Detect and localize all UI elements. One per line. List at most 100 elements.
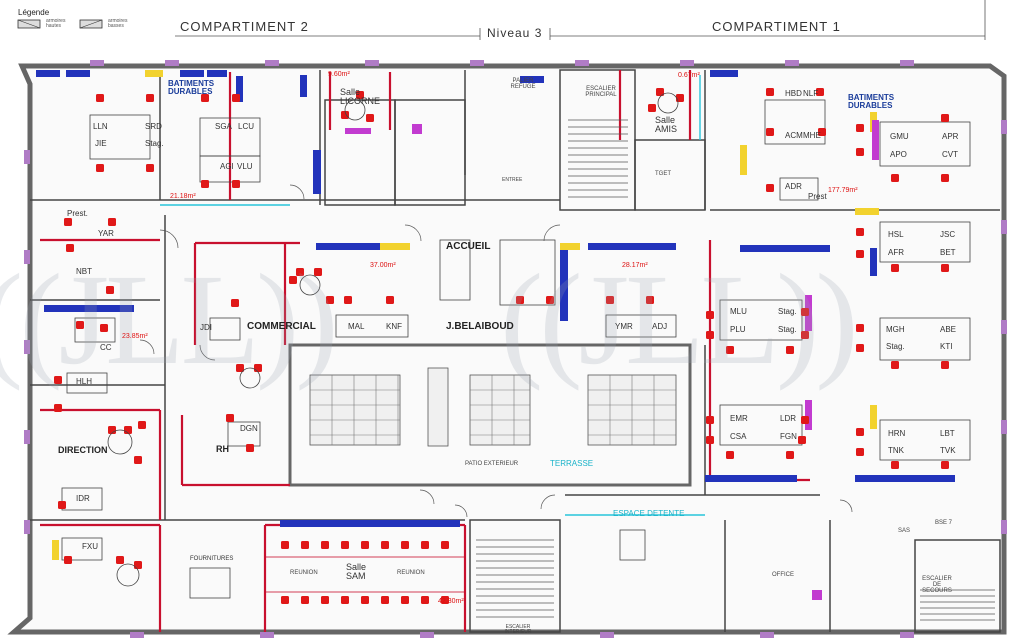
desk-label: IDR bbox=[76, 494, 90, 503]
chair bbox=[341, 596, 349, 604]
chair bbox=[341, 541, 349, 549]
desk-label: AFR bbox=[888, 248, 904, 257]
windows bbox=[24, 60, 1007, 638]
chair bbox=[816, 88, 824, 96]
desk-label: YAR bbox=[98, 229, 114, 238]
chair bbox=[516, 296, 524, 304]
legend-item-high: armoires hautes bbox=[46, 18, 66, 29]
desks bbox=[61, 99, 971, 599]
desk-label: BET bbox=[940, 248, 956, 257]
chair bbox=[146, 164, 154, 172]
desk-label: ADR bbox=[785, 182, 802, 191]
chair bbox=[296, 268, 304, 276]
chair bbox=[766, 184, 774, 192]
desk-label: NBT bbox=[76, 267, 92, 276]
desk-label: MGH bbox=[886, 325, 905, 334]
chair bbox=[801, 331, 809, 339]
room-sas: SAS bbox=[898, 528, 911, 534]
chair bbox=[64, 556, 72, 564]
legend-title: Légende bbox=[18, 8, 50, 17]
chair bbox=[941, 461, 949, 469]
chair bbox=[138, 421, 146, 429]
chair bbox=[381, 596, 389, 604]
area-label: 9.60m² bbox=[328, 71, 350, 78]
area-label: 42.30m² bbox=[438, 598, 464, 605]
chair bbox=[941, 361, 949, 369]
room-direction: DIRECTION bbox=[58, 445, 108, 455]
chair bbox=[246, 444, 254, 452]
room-rh: RH bbox=[216, 444, 229, 454]
chair bbox=[648, 104, 656, 112]
room-reunion-left: REUNION bbox=[290, 570, 318, 576]
watermark-left: ((JLL)) bbox=[0, 248, 339, 392]
desk-label: FGN bbox=[780, 432, 797, 441]
desk-label: CC bbox=[100, 343, 112, 352]
meeting-tables bbox=[107, 92, 679, 587]
room-accueil: ACCUEIL bbox=[446, 241, 491, 252]
desk-label: SRD bbox=[145, 122, 162, 131]
desk-label: AGI bbox=[220, 162, 234, 171]
room-patio: PATIO EXTERIEUR bbox=[465, 461, 519, 467]
chair bbox=[801, 308, 809, 316]
storage-cabinets bbox=[36, 70, 955, 527]
desk-label: ADJ bbox=[652, 322, 668, 331]
area-label: 28.17m² bbox=[622, 262, 648, 269]
desk-label: JDI bbox=[200, 323, 212, 332]
chair bbox=[706, 311, 714, 319]
legend-item-low: armoires basses bbox=[108, 18, 128, 29]
chair bbox=[646, 296, 654, 304]
chair bbox=[891, 264, 899, 272]
desk-label: SGA bbox=[215, 122, 232, 131]
compartment-1-title: COMPARTIMENT 1 bbox=[712, 19, 841, 34]
chair bbox=[64, 218, 72, 226]
level-title: Niveau 3 bbox=[487, 26, 543, 40]
chair bbox=[361, 541, 369, 549]
patio-grid-lines bbox=[310, 375, 676, 445]
chair bbox=[314, 268, 322, 276]
chair bbox=[386, 296, 394, 304]
chair bbox=[676, 94, 684, 102]
desk-label: MAL bbox=[348, 322, 365, 331]
desk-label: JSC bbox=[940, 230, 956, 239]
desk-label: CVT bbox=[942, 150, 958, 159]
desk-label: KNF bbox=[386, 322, 402, 331]
desk-label: MLU bbox=[730, 307, 747, 316]
chair bbox=[146, 94, 154, 102]
chair bbox=[96, 164, 104, 172]
desk-label: ABE bbox=[940, 325, 957, 334]
chair bbox=[941, 114, 949, 122]
chair bbox=[134, 561, 142, 569]
room-entree: ENTREE bbox=[502, 177, 523, 183]
chair bbox=[706, 331, 714, 339]
chair bbox=[786, 346, 794, 354]
room-commercial: COMMERCIAL bbox=[247, 321, 316, 332]
chair bbox=[401, 596, 409, 604]
chair bbox=[401, 541, 409, 549]
desk-label: MHE bbox=[803, 131, 821, 140]
chair bbox=[341, 111, 349, 119]
chair bbox=[856, 148, 864, 156]
door-arcs bbox=[139, 184, 853, 518]
chair bbox=[236, 364, 244, 372]
desk-label: APO bbox=[890, 150, 907, 159]
chair bbox=[201, 94, 209, 102]
desk-label: TVK bbox=[940, 446, 956, 455]
room-j-belaiboud: J.BELAIBOUD bbox=[446, 321, 514, 332]
chair bbox=[326, 296, 334, 304]
chair bbox=[546, 296, 554, 304]
desk-label: NLF bbox=[803, 89, 819, 98]
chair bbox=[134, 456, 142, 464]
room-salle-licorne: Salle LICORNE bbox=[340, 87, 381, 106]
cyan-lines bbox=[160, 75, 705, 516]
chair bbox=[941, 174, 949, 182]
room-tget: TGET bbox=[655, 171, 671, 177]
chair bbox=[656, 88, 664, 96]
room-escalier-secours: ESCALIER DE SECOURS bbox=[922, 576, 952, 594]
chair bbox=[706, 416, 714, 424]
room-batiments-right: BATIMENTS DURABLES bbox=[848, 93, 895, 110]
area-label: 37.00m² bbox=[370, 262, 396, 269]
desk-label: JIE bbox=[95, 139, 107, 148]
chair bbox=[856, 250, 864, 258]
room-escalier-interieur: ESCALIER INTERIEUR bbox=[504, 624, 532, 635]
